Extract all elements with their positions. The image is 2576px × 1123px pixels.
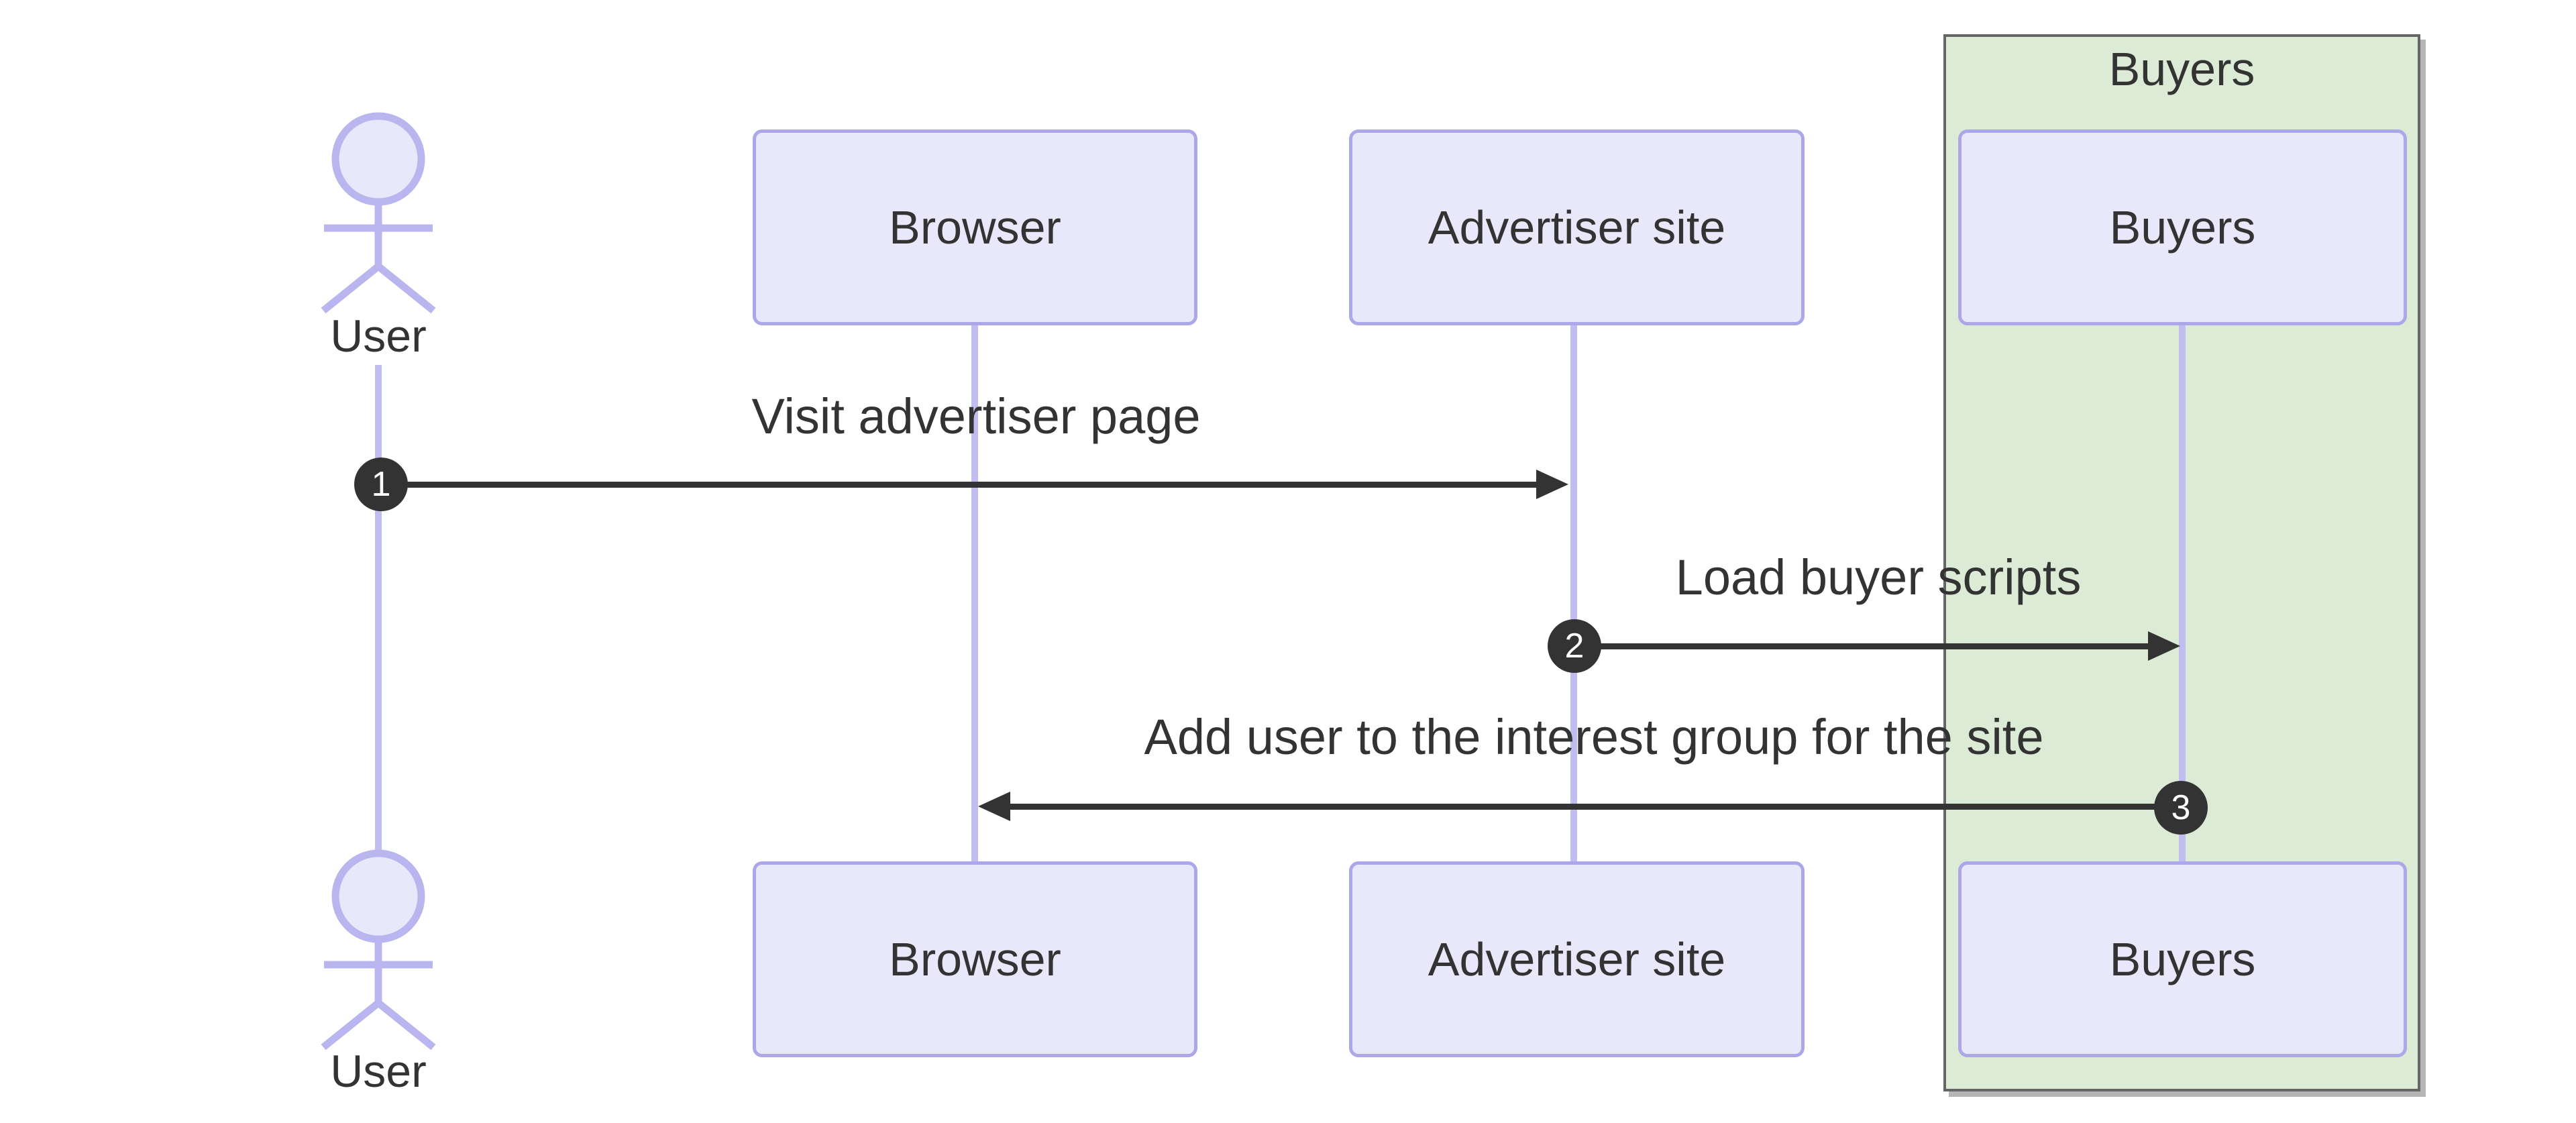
message-2-arrowhead-icon — [2148, 631, 2180, 661]
lifeline-user — [375, 365, 382, 852]
participant-label-buyers-bottom: Buyers — [2109, 933, 2256, 985]
lifeline-advertiser-site — [1570, 324, 1577, 861]
participant-label-advertiser-top: Advertiser site — [1428, 201, 1726, 254]
message-3-arrow — [1010, 804, 2182, 810]
participant-box-browser-top: Browser — [753, 129, 1197, 325]
message-1-number-badge: 1 — [354, 458, 408, 511]
buyers-group-label: Buyers — [2108, 43, 2255, 95]
participant-label-browser-bottom: Browser — [889, 933, 1061, 985]
actor-label-top: User — [330, 311, 427, 362]
participant-box-advertiser-bottom: Advertiser site — [1349, 861, 1805, 1057]
lifeline-browser — [971, 324, 978, 861]
actor-figure-top-icon — [321, 112, 436, 314]
actor-label-bottom: User — [330, 1046, 427, 1097]
participant-label-browser-top: Browser — [889, 201, 1061, 254]
message-3-label: Add user to the interest group for the s… — [1144, 709, 2044, 765]
participant-label-buyers-top: Buyers — [2109, 201, 2256, 254]
message-2-arrow — [1574, 643, 2149, 649]
message-2-number-badge: 2 — [1548, 619, 1601, 673]
message-1-arrow — [381, 482, 1539, 488]
participant-box-buyers-bottom: Buyers — [1958, 861, 2407, 1057]
participant-box-advertiser-top: Advertiser site — [1349, 129, 1805, 325]
participant-box-browser-bottom: Browser — [753, 861, 1197, 1057]
message-3-number-badge: 3 — [2154, 781, 2208, 835]
lifeline-buyers — [2179, 324, 2186, 861]
message-1-arrowhead-icon — [1536, 470, 1568, 499]
participant-box-buyers-top: Buyers — [1958, 129, 2407, 325]
message-2-label: Load buyer scripts — [1675, 549, 2082, 605]
participant-label-advertiser-bottom: Advertiser site — [1428, 933, 1726, 985]
message-1-label: Visit advertiser page — [751, 388, 1201, 444]
actor-figure-bottom-icon — [321, 849, 436, 1051]
message-3-arrowhead-icon — [978, 792, 1010, 821]
